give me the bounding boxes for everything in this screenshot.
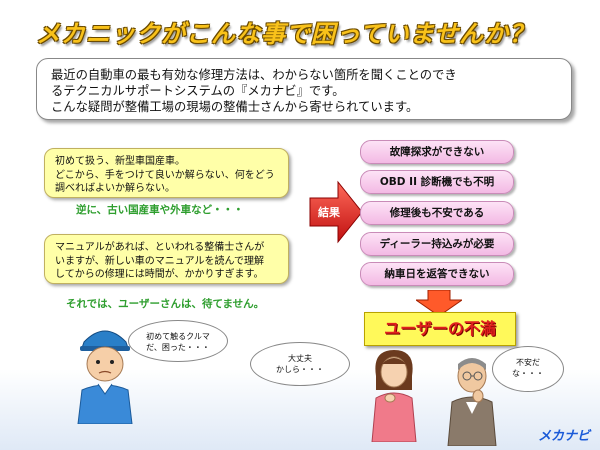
speech-bubble-woman: 大丈夫 かしら・・・ — [250, 342, 350, 386]
result-arrow-label: 結果 — [318, 206, 340, 219]
speech-bubble-man: 不安だ な・・・ — [492, 346, 564, 392]
case1-line-3: 調べればよいか解らない。 — [55, 183, 175, 194]
case1-line-2: どこから、手をつけて良いか解らない、何をどう — [55, 169, 275, 181]
bubble-mechanic-line-2: だ、困った・・・ — [146, 343, 210, 352]
case2-line-3: してからの修理には時間が、かかりすぎます。 — [55, 269, 264, 280]
problem-item: 修理後も不安である — [360, 201, 514, 225]
mechanic-illustration — [77, 330, 133, 424]
note-users-cannot-wait: それでは、ユーザーさんは、待てません。 — [66, 298, 265, 310]
intro-line-1: 最近の自動車の最も有効な修理方法は、わからない箇所を聞くことのでき — [51, 68, 457, 82]
down-arrow-icon — [416, 290, 462, 316]
note-old-cars: 逆に、古い国産車や外車など・・・ — [76, 204, 244, 216]
woman-illustration — [371, 350, 417, 442]
result-user-dissatisfaction: ユーザーの不満 — [364, 312, 516, 346]
problem-item: OBD II 診断機でも不明 — [360, 170, 514, 194]
case-box-manuals: マニュアルがあれば、といわれる整備士さんが いますが、新しい車のマニュアルを読ん… — [44, 234, 289, 284]
intro-box: 最近の自動車の最も有効な修理方法は、わからない箇所を聞くことのでき るテクニカル… — [36, 58, 572, 120]
bubble-man-line-2: な・・・ — [512, 369, 544, 378]
result-arrow-icon — [309, 180, 363, 244]
problem-item: 故障探求ができない — [360, 140, 514, 164]
case1-line-1: 初めて扱う、新型車国産車。 — [55, 156, 185, 167]
case2-line-2: いますが、新しい車のマニュアルを読んで理解 — [55, 255, 264, 267]
speech-bubble-mechanic: 初めて触るクルマ だ、困った・・・ — [128, 320, 228, 362]
problem-item: ディーラー持込みが必要 — [360, 232, 514, 256]
intro-line-2: るテクニカルサポートシステムの『メカナビ』です。 — [51, 84, 345, 98]
page-title: メカニックがこんな事で困っていませんか？ — [36, 20, 535, 48]
man-illustration — [447, 358, 497, 446]
bubble-woman-line-2: かしら・・・ — [276, 365, 324, 374]
case2-line-1: マニュアルがあれば、といわれる整備士さんが — [55, 242, 265, 253]
bubble-woman-line-1: 大丈夫 — [288, 354, 312, 363]
problem-item: 納車日を返答できない — [360, 262, 514, 286]
bubble-mechanic-line-1: 初めて触るクルマ — [146, 332, 210, 341]
brand-logo-text: メカナビ — [537, 429, 590, 444]
bubble-man-line-1: 不安だ — [516, 358, 540, 367]
intro-line-3: こんな疑問が整備工場の現場の整備士さんから寄せられています。 — [51, 100, 419, 114]
case-box-new-models: 初めて扱う、新型車国産車。 どこから、手をつけて良いか解らない、何をどう 調べれ… — [44, 148, 289, 198]
